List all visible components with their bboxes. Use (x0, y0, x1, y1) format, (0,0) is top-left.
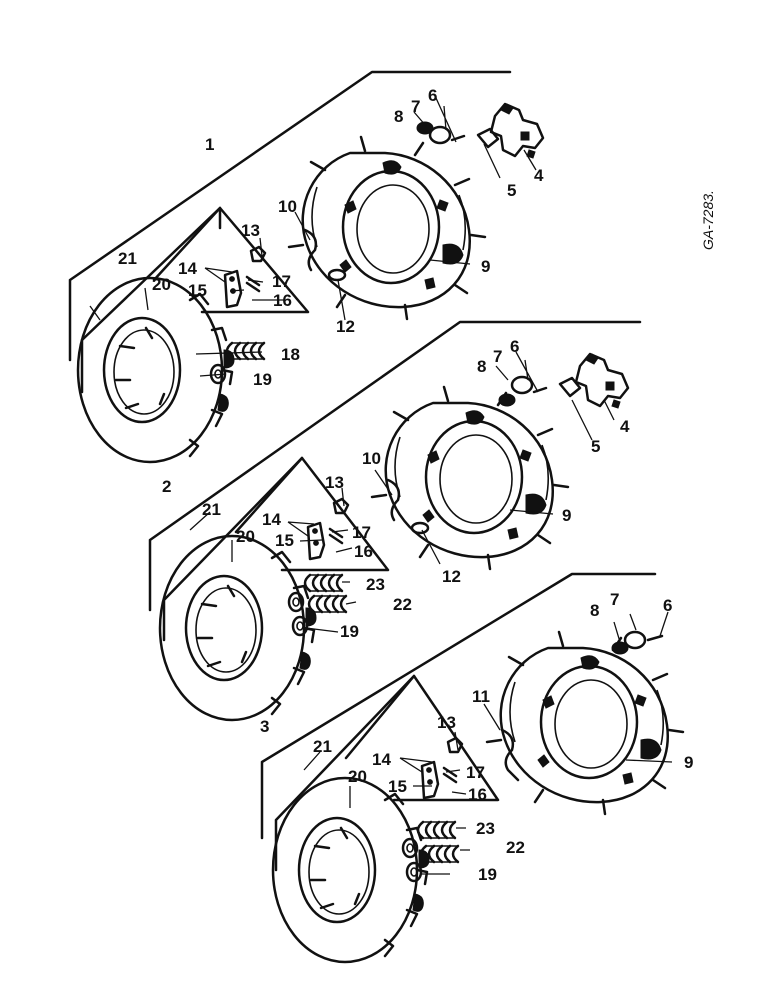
callout-8: 8 (394, 107, 403, 126)
callout-21: 21 (202, 500, 221, 519)
callout-20: 20 (236, 527, 255, 546)
callout-13: 13 (325, 473, 344, 492)
callout-9: 9 (684, 753, 693, 772)
callout-23: 23 (366, 575, 385, 594)
callout-7: 7 (411, 97, 420, 116)
callout-20: 20 (152, 275, 171, 294)
callout-15: 15 (388, 777, 407, 796)
callout-4: 4 (534, 166, 544, 185)
callout-9: 9 (562, 506, 571, 525)
callout-21: 21 (313, 737, 332, 756)
callout-20: 20 (348, 767, 367, 786)
callout-17: 17 (352, 523, 371, 542)
callout-21: 21 (118, 249, 137, 268)
callout-22: 22 (393, 595, 412, 614)
assembly-2: 2 4 5 6 7 8 9 10 12 13 14 15 16 17 22 23… (148, 320, 642, 722)
callout-9: 9 (481, 257, 490, 276)
callout-16: 16 (354, 542, 373, 561)
callout-16: 16 (273, 291, 292, 310)
callout-22: 22 (506, 838, 525, 857)
callout-14: 14 (178, 259, 197, 278)
callout-7: 7 (493, 347, 502, 366)
callout-13: 13 (241, 221, 260, 240)
callout-5: 5 (507, 181, 516, 200)
callout-17: 17 (466, 763, 485, 782)
callout-10: 10 (278, 197, 297, 216)
assembly-3: 3 6 7 8 9 11 13 14 15 16 17 23 22 19 20 … (260, 572, 693, 964)
callout-19: 19 (253, 370, 272, 389)
callout-5: 5 (591, 437, 600, 456)
callout-6: 6 (510, 337, 519, 356)
assembly-2-number: 2 (162, 477, 171, 496)
callout-8: 8 (590, 601, 599, 620)
callout-12: 12 (336, 317, 355, 336)
callout-6: 6 (428, 86, 437, 105)
callout-14: 14 (372, 750, 391, 769)
callout-18: 18 (281, 345, 300, 364)
callout-15: 15 (275, 531, 294, 550)
callout-15: 15 (188, 281, 207, 300)
assembly-1-number: 1 (205, 135, 214, 154)
callout-4: 4 (620, 417, 630, 436)
callout-8: 8 (477, 357, 486, 376)
assembly-1: 1 4 5 6 7 8 9 10 12 13 14 15 16 17 18 19… (68, 70, 545, 464)
callout-10: 10 (362, 449, 381, 468)
drawing-code-text: GA-7283. (700, 190, 716, 250)
assembly-3-number: 3 (260, 717, 269, 736)
callout-14: 14 (262, 510, 281, 529)
callout-6: 6 (663, 596, 672, 615)
callout-7: 7 (610, 590, 619, 609)
callout-16: 16 (468, 785, 487, 804)
callout-19: 19 (478, 865, 497, 884)
drawing-code: GA-7283. (700, 190, 716, 250)
callout-23: 23 (476, 819, 495, 838)
callout-11: 11 (472, 687, 490, 706)
callout-12: 12 (442, 567, 461, 586)
callout-19: 19 (340, 622, 359, 641)
callout-13: 13 (437, 713, 456, 732)
callout-17: 17 (272, 272, 291, 291)
